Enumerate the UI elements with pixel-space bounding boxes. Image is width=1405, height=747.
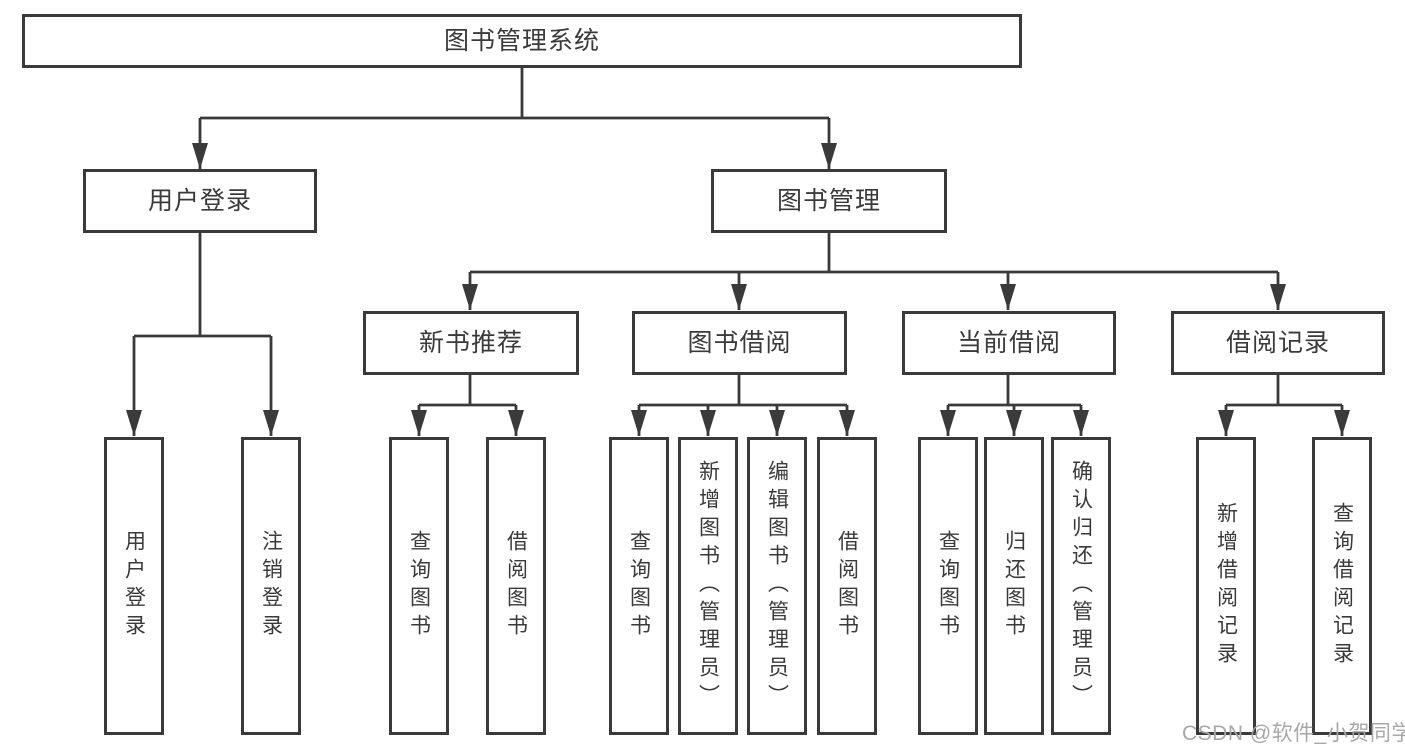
leaf-confirm-return-admin: 确认归还（管理员） bbox=[1051, 437, 1111, 735]
node-borrow-records: 借阅记录 bbox=[1171, 311, 1385, 375]
node-label: 图书管理系统 bbox=[443, 27, 600, 55]
node-user-login-branch: 用户登录 bbox=[83, 169, 317, 233]
csdn-watermark: CSDN @软件_小贺同学 bbox=[1182, 722, 1405, 745]
leaf-return-books: 归还图书 bbox=[984, 437, 1044, 735]
leaf-label: 借阅图书 bbox=[835, 530, 859, 642]
node-label: 借阅记录 bbox=[1225, 329, 1330, 357]
node-label: 当前借阅 bbox=[956, 329, 1061, 357]
leaf-label: 确认归还（管理员） bbox=[1069, 460, 1093, 712]
leaf-edit-books-admin: 编辑图书（管理员） bbox=[747, 437, 807, 735]
leaf-label: 用户登录 bbox=[122, 530, 146, 642]
leaf-label: 查询借阅记录 bbox=[1330, 502, 1354, 670]
node-new-book-recommend: 新书推荐 bbox=[363, 311, 579, 375]
leaf-label: 查询图书 bbox=[407, 530, 431, 642]
leaf-borrow-books-recommend: 借阅图书 bbox=[486, 437, 546, 735]
leaf-query-books-current: 查询图书 bbox=[918, 437, 978, 735]
node-label: 图书借阅 bbox=[687, 329, 792, 357]
leaf-query-books-borrow: 查询图书 bbox=[609, 437, 669, 735]
leaf-label: 新增图书（管理员） bbox=[696, 460, 720, 712]
leaf-label: 查询图书 bbox=[627, 530, 651, 642]
node-book-borrow: 图书借阅 bbox=[632, 311, 847, 375]
node-book-management-branch: 图书管理 bbox=[711, 169, 947, 233]
leaf-logout: 注销登录 bbox=[241, 437, 301, 735]
leaf-label: 新增借阅记录 bbox=[1214, 502, 1238, 670]
node-label: 图书管理 bbox=[776, 187, 881, 215]
leaf-label: 借阅图书 bbox=[504, 530, 528, 642]
node-library-management-system: 图书管理系统 bbox=[22, 14, 1022, 68]
leaf-label: 查询图书 bbox=[936, 530, 960, 642]
leaf-user-login: 用户登录 bbox=[104, 437, 164, 735]
leaf-label: 注销登录 bbox=[259, 530, 283, 642]
leaf-label: 编辑图书（管理员） bbox=[765, 460, 789, 712]
leaf-label: 归还图书 bbox=[1002, 530, 1026, 642]
leaf-borrow-books: 借阅图书 bbox=[817, 437, 877, 735]
leaf-query-books-recommend: 查询图书 bbox=[389, 437, 449, 735]
leaf-add-borrow-record: 新增借阅记录 bbox=[1196, 437, 1256, 735]
node-label: 新书推荐 bbox=[418, 329, 523, 357]
node-current-borrow: 当前借阅 bbox=[902, 311, 1116, 375]
leaf-add-books-admin: 新增图书（管理员） bbox=[678, 437, 738, 735]
leaf-query-borrow-record: 查询借阅记录 bbox=[1312, 437, 1372, 735]
node-label: 用户登录 bbox=[147, 187, 252, 215]
